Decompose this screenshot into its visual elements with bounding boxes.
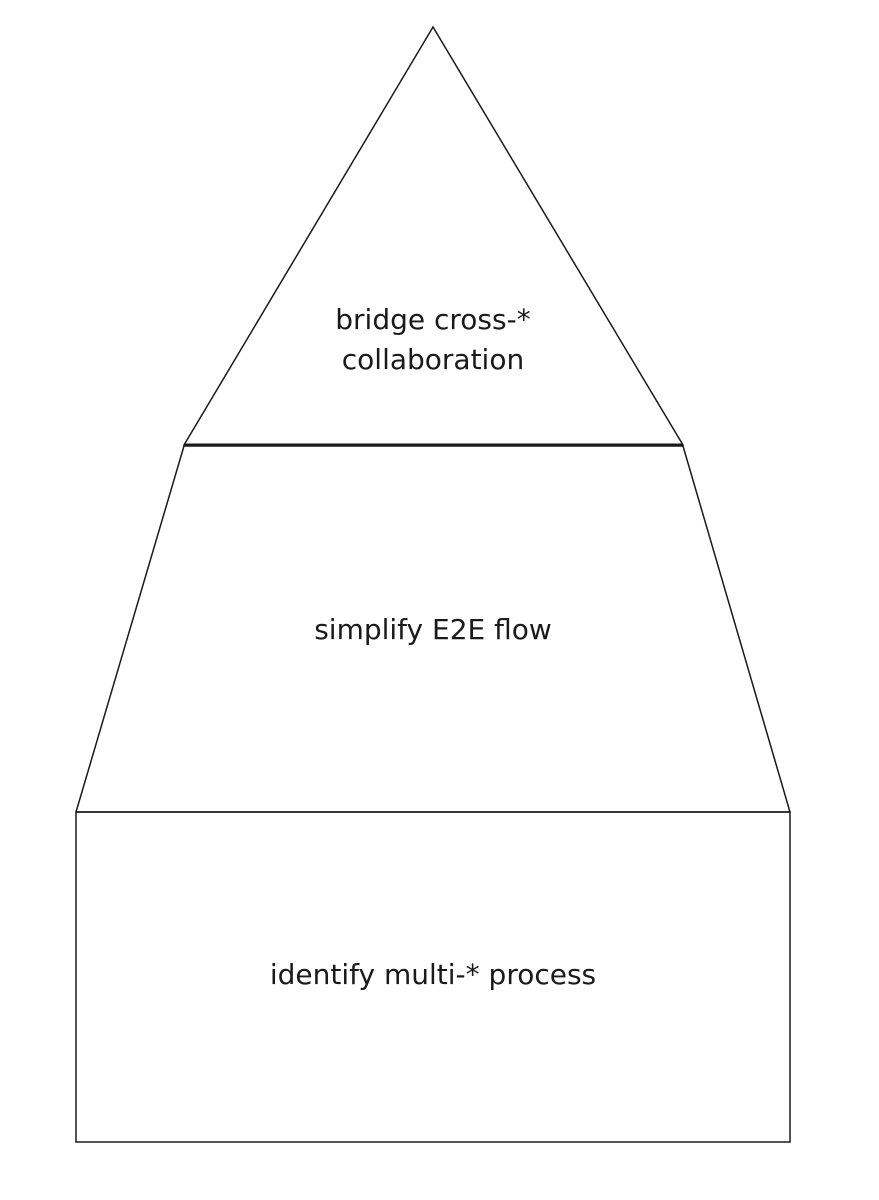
top-tier-triangle (182, 25, 685, 446)
middle-tier-label: simplify E2E flow (314, 613, 552, 646)
bottom-tier-rectangle (75, 811, 791, 1143)
top-tier-label-line2: collaboration (341, 343, 525, 376)
top-tier-label: bridge cross-* collaboration (283, 300, 583, 380)
bottom-tier-label: identify multi-* process (269, 958, 597, 991)
top-tier-label-line1: bridge cross-* (335, 303, 531, 336)
